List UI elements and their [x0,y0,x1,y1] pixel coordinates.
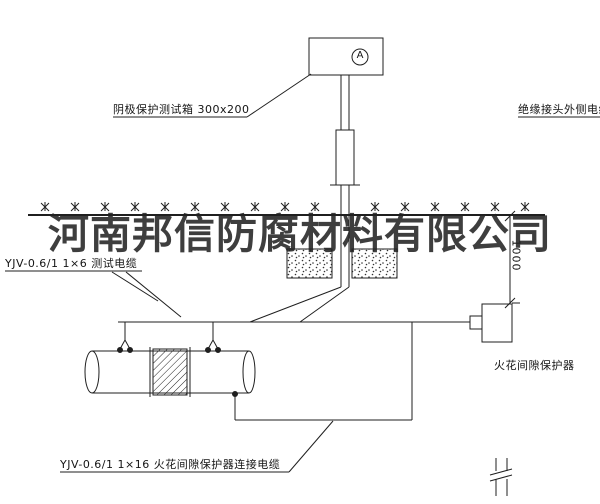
spark-gap-protector [469,303,513,343]
label-spark-gap-protector: 火花间隙保护器 [494,359,575,372]
concrete-blocks [286,248,398,279]
label-insulated-joint-outer-cable: 绝缘接头外侧电缆 [518,103,600,116]
insulating-joint [152,348,188,396]
pipe-break-symbol [489,458,513,496]
label-test-box: 阴极保护测试箱 300x200 [113,103,250,116]
ammeter-symbol: A [356,50,364,61]
label-spark-gap-connecting-cable: YJV-0.6/1 1×16 火花间隙保护器连接电缆 [60,458,281,471]
pipeline [84,347,256,397]
company-watermark: 河南邦信防腐材料有限公司 [48,210,552,258]
label-test-cable: YJV-0.6/1 1×6 测试电缆 [5,257,138,270]
dimension-line [504,210,520,309]
ground-line [28,201,545,216]
test-box [308,37,384,76]
riser-conduit [330,75,360,287]
leader-lines [5,73,600,473]
